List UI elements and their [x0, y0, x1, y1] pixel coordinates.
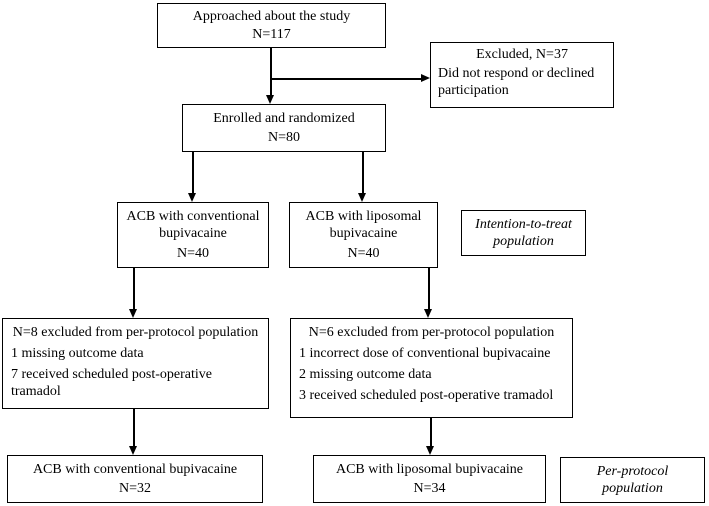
box-pp-excluded-left-item: 1 missing outcome data: [11, 346, 144, 361]
box-acb-liposomal-itt: ACB with liposomal bupivacaine N=40: [289, 202, 438, 268]
connector-exclusion-liposomal-pp-arrowhead-icon: [426, 446, 434, 455]
box-enrolled-text: Enrolled and randomized: [213, 110, 355, 126]
box-pp-excluded-left-item: 7 received scheduled post-operative tram…: [11, 367, 212, 399]
box-acb-liposomal-itt-text: ACB with liposomal bupivacaine: [305, 209, 422, 241]
box-acb-conventional-itt: ACB with conventional bupivacaine N=40: [117, 202, 269, 268]
box-excluded: Excluded, N=37 Did not respond or declin…: [430, 42, 614, 108]
box-pp-excluded-right-title: N=6 excluded from per-protocol populatio…: [308, 325, 555, 340]
connector-approached-enrolled-line: [270, 47, 272, 96]
connector-approached-enrolled-arrowhead-icon: [266, 95, 274, 104]
connector-approached-excluded-line: [270, 78, 422, 80]
box-acb-liposomal-pp-n: N=34: [413, 481, 446, 497]
connector-exclusion-conventional-pp-line: [133, 409, 135, 447]
box-pp-excluded-right-item: 2 missing outcome data: [299, 367, 432, 382]
box-acb-conventional-pp: ACB with conventional bupivacaine N=32: [7, 455, 263, 503]
box-pp-excluded-right-item: 3 received scheduled post-operative tram…: [299, 388, 554, 403]
connector-enrolled-liposomal-arrowhead-icon: [358, 193, 366, 202]
box-excluded-title: Excluded, N=37: [476, 47, 568, 62]
connector-conventional-exclusion-arrowhead-icon: [129, 309, 137, 318]
connector-approached-excluded-arrowhead-icon: [421, 74, 430, 82]
box-acb-liposomal-pp-text: ACB with liposomal bupivacaine: [335, 461, 524, 477]
connector-enrolled-conventional-line: [192, 152, 194, 194]
box-excluded-reason: Did not respond or declined participatio…: [438, 66, 595, 98]
connector-enrolled-conventional-arrowhead-icon: [188, 193, 196, 202]
connector-liposomal-exclusion-line: [428, 268, 430, 310]
box-acb-conventional-itt-n: N=40: [176, 246, 209, 261]
label-per-protocol-population: Per-protocol population: [560, 457, 705, 503]
box-approached: Approached about the study N=117: [157, 3, 386, 48]
box-acb-liposomal-itt-n: N=40: [347, 246, 380, 261]
box-acb-conventional-itt-text: ACB with conventional bupivacaine: [126, 209, 260, 241]
box-acb-conventional-pp-n: N=32: [118, 481, 151, 497]
box-acb-conventional-pp-text: ACB with conventional bupivacaine: [32, 461, 238, 477]
label-intention-to-treat-population: Intention-to-treat population: [461, 210, 586, 256]
box-pp-excluded-right: N=6 excluded from per-protocol populatio…: [290, 318, 573, 418]
box-pp-excluded-left: N=8 excluded from per-protocol populatio…: [2, 318, 269, 409]
connector-exclusion-liposomal-pp-line: [430, 418, 432, 447]
connector-exclusion-conventional-pp-arrowhead-icon: [129, 446, 137, 455]
box-approached-n: N=117: [252, 27, 291, 43]
label-per-protocol-text: Per-protocol population: [596, 464, 669, 496]
box-enrolled: Enrolled and randomized N=80: [182, 104, 386, 152]
connector-liposomal-exclusion-arrowhead-icon: [424, 309, 432, 318]
box-pp-excluded-left-title: N=8 excluded from per-protocol populatio…: [12, 325, 259, 340]
box-approached-text: Approached about the study: [192, 8, 351, 24]
box-pp-excluded-right-item: 1 incorrect dose of conventional bupivac…: [299, 346, 551, 361]
label-intention-to-treat-text: Intention-to-treat population: [475, 217, 572, 249]
connector-conventional-exclusion-line: [133, 268, 135, 310]
box-acb-liposomal-pp: ACB with liposomal bupivacaine N=34: [313, 455, 546, 503]
box-enrolled-n: N=80: [267, 130, 300, 146]
connector-enrolled-liposomal-line: [362, 152, 364, 194]
